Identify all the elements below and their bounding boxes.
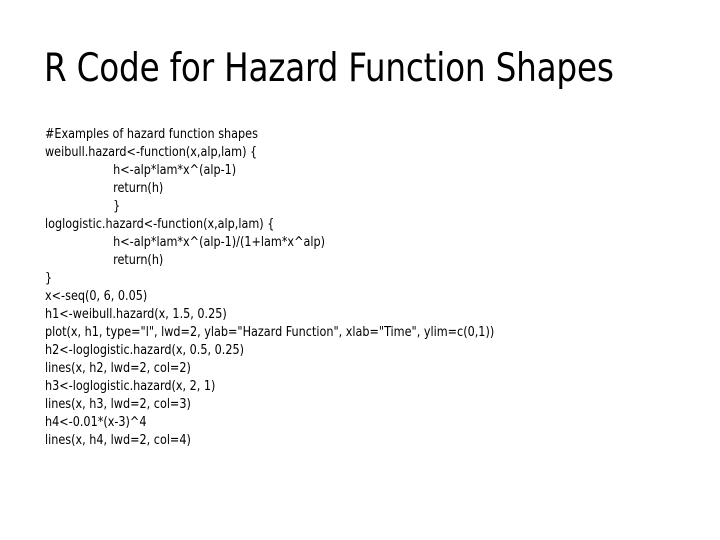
code-line: } <box>45 271 53 286</box>
code-line: #Examples of hazard function shapes <box>45 127 258 142</box>
code-line: lines(x, h2, lwd=2, col=2) <box>45 361 191 376</box>
code-line: x<-seq(0, 6, 0.05) <box>45 289 148 304</box>
code-line: return(h) <box>113 253 164 268</box>
code-line: return(h) <box>113 181 164 196</box>
code-line: } <box>113 199 121 214</box>
code-line: h3<-loglogistic.hazard(x, 2, 1) <box>45 379 216 394</box>
code-line: plot(x, h1, type="l", lwd=2, ylab="Hazar… <box>45 325 495 340</box>
code-line: weibull.hazard<-function(x,alp,lam) { <box>45 145 258 160</box>
page-title: R Code for Hazard Function Shapes <box>44 46 614 91</box>
code-line: h<-alp*lam*x^(alp-1) <box>113 163 237 178</box>
code-line: lines(x, h4, lwd=2, col=4) <box>45 433 191 448</box>
code-line: loglogistic.hazard<-function(x,alp,lam) … <box>45 217 275 232</box>
code-line: h<-alp*lam*x^(alp-1)/(1+lam*x^alp) <box>113 235 326 250</box>
code-line: h1<-weibull.hazard(x, 1.5, 0.25) <box>45 307 227 322</box>
code-line: lines(x, h3, lwd=2, col=3) <box>45 397 191 412</box>
code-line: h4<-0.01*(x-3)^4 <box>45 415 147 430</box>
code-block: #Examples of hazard function shapes weibu… <box>45 126 685 450</box>
code-line: h2<-loglogistic.hazard(x, 0.5, 0.25) <box>45 343 244 358</box>
